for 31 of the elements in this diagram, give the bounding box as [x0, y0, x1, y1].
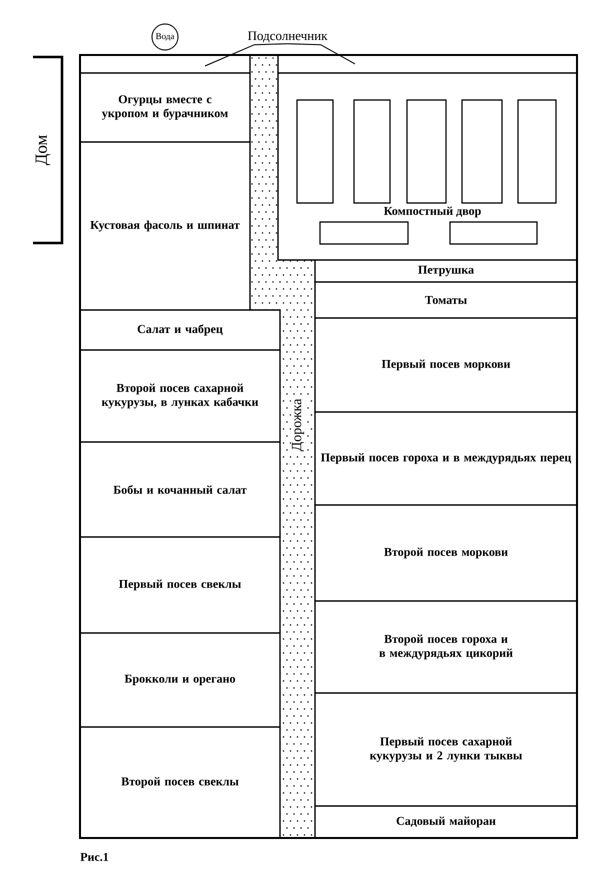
garden-bed [517, 99, 557, 204]
garden-bed: Второй посев сахарной кукурузы, в лунках кабачки [79, 349, 281, 443]
garden-bed: Первый посев гороха и в междурядьях перец [314, 411, 578, 506]
garden-bed [296, 99, 334, 204]
plant-label: Подсолнечник [248, 31, 328, 42]
garden-bed [319, 221, 409, 245]
compost-yard: Компостный двор [277, 72, 578, 261]
garden-bed: Брокколи и орегано [79, 632, 281, 728]
garden-bed: Второй посев моркови [314, 504, 578, 602]
garden-bed [461, 99, 503, 204]
garden-bed [353, 99, 391, 204]
garden-bed: Садовый майоран [314, 805, 578, 839]
garden-bed: Первый посев свеклы [79, 536, 281, 634]
garden-bed [79, 54, 251, 74]
leader-line [287, 43, 356, 64]
house-label: Дом [36, 135, 50, 166]
garden-bed [406, 99, 447, 204]
garden-bed: Первый посев моркови [314, 317, 578, 413]
garden-bed: Бобы и кочанный салат [79, 441, 281, 538]
garden-bed: Первый посев сахарной кукурузы и 2 лунки тыквы [314, 692, 578, 807]
garden-bed: Петрушка [314, 259, 578, 283]
figure-caption: Рис.1 [80, 852, 108, 862]
garden-bed: Томаты [314, 281, 578, 319]
garden-bed: Второй посев свеклы [79, 726, 281, 839]
garden-bed: Огурцы вместе с укропом и бурачником [79, 72, 251, 143]
garden-bed [277, 54, 578, 74]
garden-bed: Салат и чабрец [79, 309, 281, 351]
garden-bed: Кустовая фасоль и шпинат [79, 141, 251, 311]
garden-bed: Второй посев гороха и в междурядьях цикорий [314, 600, 578, 694]
leader-line [204, 43, 288, 66]
garden-bed [449, 221, 538, 245]
